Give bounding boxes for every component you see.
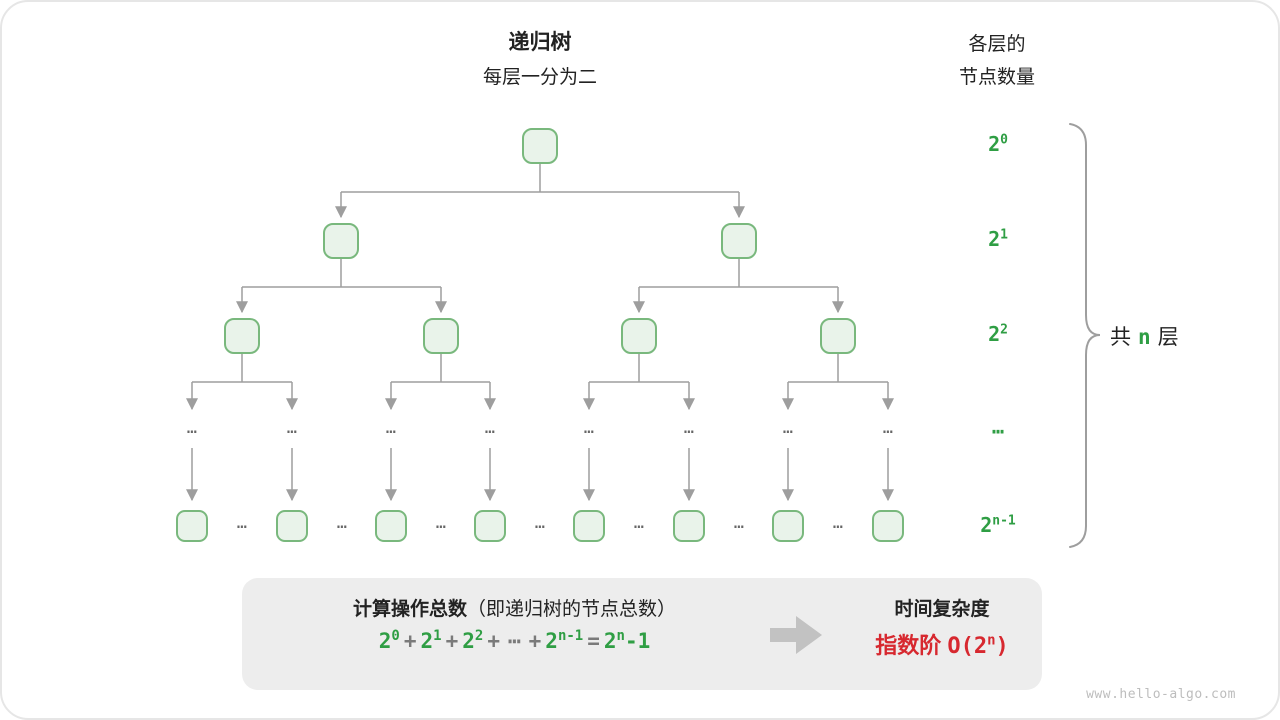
tree-node bbox=[276, 510, 308, 542]
complexity-order-label: 指数阶 bbox=[875, 633, 942, 658]
tree-nodes bbox=[176, 128, 904, 542]
ellipsis: ⋯ bbox=[386, 422, 396, 442]
tree-edges bbox=[186, 163, 894, 502]
level-count-2^n-1: 2n-1 bbox=[980, 513, 1016, 537]
operations-total-title: 计算操作总数（即递归树的节点总数） bbox=[242, 594, 787, 621]
formula-ellipsis: ⋯ bbox=[507, 629, 521, 653]
ellipsis: ⋯ bbox=[584, 422, 594, 442]
ellipsis: ⋯ bbox=[783, 422, 793, 442]
tree-node bbox=[772, 510, 804, 542]
formula-operator: + bbox=[445, 629, 459, 653]
right-arrow-icon bbox=[770, 616, 822, 654]
tree-node bbox=[474, 510, 506, 542]
nodes-col-title-line2: 节点数量 bbox=[958, 67, 1035, 88]
figure-subtitle: 每层一分为二 bbox=[482, 67, 597, 88]
ellipsis: ⋯ bbox=[237, 517, 247, 537]
formula-equals: = bbox=[587, 629, 600, 653]
formula-term: 21 bbox=[420, 628, 442, 653]
ellipsis: ⋯ bbox=[485, 422, 495, 442]
ellipsis: ⋯ bbox=[684, 422, 694, 442]
tree-node bbox=[176, 510, 208, 542]
operations-total-title-bold: 计算操作总数 bbox=[352, 599, 467, 620]
bottom-row-ellipses: ⋯ ⋯ ⋯ ⋯ ⋯ ⋯ ⋯ bbox=[237, 517, 843, 537]
tree-node bbox=[522, 128, 558, 164]
level-count-2^2: 22 bbox=[988, 322, 1008, 346]
tree-node bbox=[573, 510, 605, 542]
formula-operator: + bbox=[528, 629, 542, 653]
tree-node bbox=[323, 223, 359, 259]
nodes-col-title-line1: 各层的 bbox=[968, 34, 1026, 55]
ellipsis: ⋯ bbox=[535, 517, 545, 537]
ellipsis: ⋯ bbox=[337, 517, 347, 537]
formula-term: 20 bbox=[378, 628, 400, 653]
figure-title: 递归树 bbox=[508, 31, 572, 54]
tree-node bbox=[224, 318, 260, 354]
tree-node bbox=[375, 510, 407, 542]
ellipsis: ⋯ bbox=[287, 422, 297, 442]
nodes-per-level-column-title: 各层的 节点数量 bbox=[917, 28, 1077, 94]
formula-operator: + bbox=[487, 629, 500, 653]
tree-node bbox=[872, 510, 904, 542]
levels-brace bbox=[1069, 123, 1101, 548]
tree-node bbox=[621, 318, 657, 354]
brace-label-prefix: 共 bbox=[1110, 326, 1131, 349]
time-complexity-title: 时间复杂度 bbox=[894, 599, 990, 620]
ellipsis: ⋯ bbox=[187, 422, 197, 442]
formula-term: 2n-1 bbox=[545, 628, 584, 653]
level-count-ellipsis: ⋯ bbox=[991, 419, 1005, 443]
brace-label-n: n bbox=[1138, 325, 1151, 349]
ellipsis: ⋯ bbox=[833, 517, 843, 537]
omitted-levels-ellipsis-row: ⋯ ⋯ ⋯ ⋯ ⋯ ⋯ ⋯ ⋯ bbox=[187, 422, 893, 442]
tree-node bbox=[820, 318, 856, 354]
tree-node bbox=[721, 223, 757, 259]
ellipsis: ⋯ bbox=[734, 517, 744, 537]
level-count-2^1: 21 bbox=[988, 227, 1008, 251]
tree-node bbox=[423, 318, 459, 354]
geometric-series-formula: 20+21+22+⋯+2n-1=2n-1 bbox=[242, 628, 787, 653]
level-count-2^0: 20 bbox=[988, 132, 1008, 156]
site-watermark: www.hello-algo.com bbox=[1086, 687, 1236, 702]
ellipsis: ⋯ bbox=[883, 422, 893, 442]
big-o-notation: O(2n) bbox=[947, 632, 1009, 659]
ellipsis: ⋯ bbox=[634, 517, 644, 537]
time-complexity-value: 指数阶 O(2n) bbox=[842, 628, 1042, 660]
formula-term: 22 bbox=[462, 628, 484, 653]
brace-label-suffix: 层 bbox=[1157, 326, 1179, 349]
complexity-summary-box: 计算操作总数（即递归树的节点总数） 20+21+22+⋯+2n-1=2n-1 时… bbox=[242, 578, 1042, 690]
operations-total-title-rest: （即递归树的节点总数） bbox=[467, 599, 677, 620]
formula-operator: + bbox=[403, 629, 417, 653]
ellipsis: ⋯ bbox=[436, 517, 446, 537]
tree-node bbox=[673, 510, 705, 542]
formula-result: 2n-1 bbox=[603, 628, 651, 653]
